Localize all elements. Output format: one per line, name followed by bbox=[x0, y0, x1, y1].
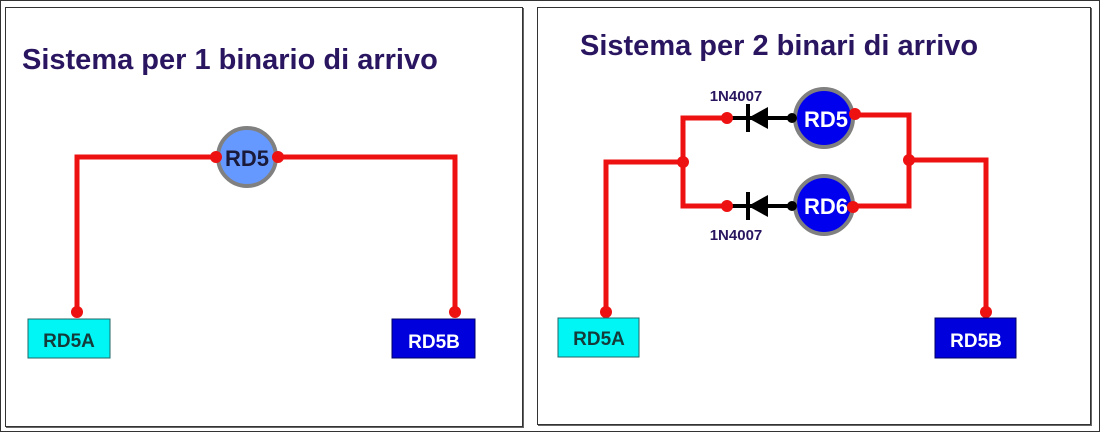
wire-right bbox=[278, 154, 458, 312]
diode-label: 1N4007 bbox=[710, 88, 763, 105]
wire-left-branch bbox=[680, 115, 727, 209]
terminal-rd5a-single: RD5A bbox=[27, 318, 111, 359]
diode-label: 1N4007 bbox=[710, 227, 763, 244]
junction-dot bbox=[847, 201, 859, 213]
junction-dot bbox=[71, 306, 83, 318]
junction-dot bbox=[787, 201, 797, 211]
wire-left bbox=[74, 154, 216, 312]
terminal-label: RD5A bbox=[573, 329, 625, 350]
terminal-rd5b-single: RD5B bbox=[391, 318, 476, 359]
junction-dot bbox=[272, 151, 284, 163]
terminal-rd5b-double: RD5B bbox=[934, 317, 1017, 359]
sensor-rd5-single: RD5 bbox=[216, 126, 278, 188]
wire-right-feed bbox=[909, 157, 989, 312]
wire-left-feed bbox=[603, 159, 683, 312]
junction-dot bbox=[903, 154, 915, 166]
sensor-label: RD6 bbox=[804, 194, 848, 219]
terminal-rd5a-double: RD5A bbox=[557, 317, 640, 358]
terminal-label: RD5B bbox=[408, 332, 460, 353]
sensor-rd6-double: RD6 bbox=[793, 174, 855, 236]
wire-right-branch bbox=[854, 112, 912, 209]
junction-dot bbox=[721, 200, 733, 212]
panel-title: Sistema per 1 binario di arrivo bbox=[22, 44, 438, 76]
sensor-label: RD5 bbox=[804, 107, 848, 132]
junction-dot bbox=[980, 306, 992, 318]
junction-dot bbox=[721, 112, 733, 124]
panel-title: Sistema per 2 binari di arrivo bbox=[580, 30, 979, 62]
diode-bottom: 1N4007 bbox=[710, 192, 792, 244]
junction-dot bbox=[677, 156, 689, 168]
junction-dot bbox=[210, 151, 222, 163]
junction-dot bbox=[787, 113, 797, 123]
junction-dot bbox=[849, 108, 861, 120]
wire-double bbox=[603, 112, 989, 312]
sensor-label: RD5 bbox=[225, 146, 269, 171]
wire-single bbox=[74, 154, 458, 312]
sensor-rd5-double: RD5 bbox=[793, 87, 855, 149]
junction-dot bbox=[449, 306, 461, 318]
diode-top: 1N4007 bbox=[710, 88, 792, 132]
junction-dot bbox=[600, 306, 612, 318]
terminal-label: RD5A bbox=[43, 331, 95, 352]
terminal-label: RD5B bbox=[950, 331, 1002, 352]
